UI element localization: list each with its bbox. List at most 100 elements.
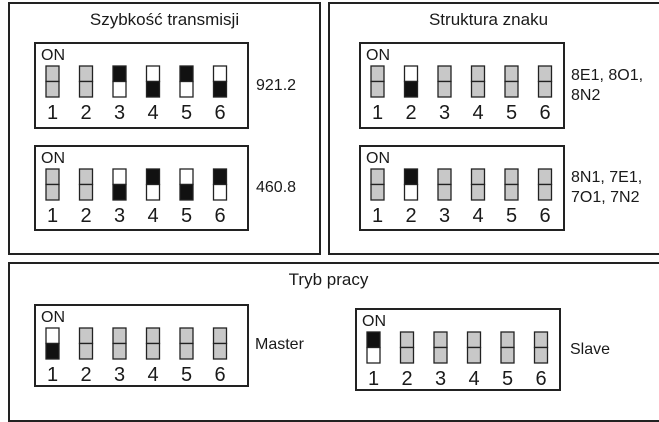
switch-number: 4 — [147, 205, 158, 227]
switch-upper-half — [112, 327, 127, 345]
switch-number: 2 — [405, 102, 416, 124]
switch-lower-half — [537, 80, 553, 98]
switch-lower-half — [179, 183, 194, 201]
setting-label-line: 8N2 — [571, 87, 601, 104]
setting-label-line: 7O1, 7N2 — [571, 189, 640, 206]
switch-upper-half — [112, 168, 127, 186]
dip-switch: 6 — [212, 168, 228, 227]
dip-switch: 1 — [366, 331, 381, 389]
dip-switch: 2 — [403, 65, 419, 124]
switch-number: 2 — [80, 102, 91, 124]
switch-upper-half — [500, 331, 515, 349]
switch-lower-half — [537, 183, 553, 201]
switch-upper-half — [466, 331, 482, 349]
dip-switch: 2 — [403, 168, 419, 227]
switch-lower-half — [112, 183, 127, 201]
switch-upper-half — [145, 168, 161, 186]
switch-lower-half — [533, 346, 549, 364]
on-label: ON — [362, 313, 386, 330]
switch-number: 2 — [80, 364, 91, 385]
switch-upper-half — [179, 327, 194, 345]
switch-number: 5 — [181, 205, 192, 227]
dip-switch: 6 — [537, 168, 553, 227]
switch-lower-half — [437, 80, 452, 98]
switch-lower-half — [179, 80, 194, 98]
dip-switch: 1 — [370, 65, 385, 124]
panel-title-speed: Szybkość transmisji — [89, 10, 240, 29]
switch-number: 3 — [114, 364, 125, 385]
switch-number: 1 — [372, 102, 383, 124]
switch-lower-half — [45, 80, 60, 98]
on-label: ON — [41, 309, 65, 326]
switch-upper-half — [504, 168, 519, 186]
switch-number: 2 — [405, 205, 416, 227]
switch-upper-half — [45, 168, 60, 186]
dip-switch: 3 — [112, 327, 127, 385]
setting-label-line: 8E1, 8O1, — [571, 67, 644, 84]
on-label: ON — [41, 47, 65, 64]
switch-lower-half — [112, 342, 127, 360]
dip-switch: 5 — [504, 65, 519, 124]
switch-upper-half — [45, 65, 60, 83]
switch-upper-half — [145, 65, 161, 83]
dip-switch: 3 — [437, 168, 452, 227]
dip-switch: 4 — [470, 168, 486, 227]
switch-upper-half — [437, 65, 452, 83]
switch-number: 4 — [472, 205, 483, 227]
switch-number: 2 — [401, 368, 412, 389]
switch-number: 2 — [80, 205, 91, 227]
switch-upper-half — [212, 168, 228, 186]
switch-number: 1 — [372, 205, 383, 227]
switch-number: 6 — [539, 102, 550, 124]
dip-switch: 2 — [399, 331, 415, 389]
switch-upper-half — [78, 168, 94, 186]
switch-upper-half — [45, 327, 60, 345]
switch-lower-half — [500, 346, 515, 364]
switch-lower-half — [145, 342, 161, 360]
switch-upper-half — [112, 65, 127, 83]
dip-switch: 6 — [533, 331, 549, 389]
switch-number: 3 — [114, 102, 125, 124]
switch-lower-half — [399, 346, 415, 364]
switch-upper-half — [212, 65, 228, 83]
switch-number: 4 — [147, 364, 158, 385]
switch-lower-half — [437, 183, 452, 201]
dip-switch: 5 — [179, 65, 194, 124]
switch-upper-half — [433, 331, 448, 349]
switch-number: 3 — [435, 368, 446, 389]
switch-lower-half — [179, 342, 194, 360]
dip-switch: 5 — [179, 168, 194, 227]
dip-switch: 3 — [112, 65, 127, 124]
switch-lower-half — [45, 342, 60, 360]
switch-upper-half — [470, 168, 486, 186]
switch-upper-half — [78, 327, 94, 345]
on-label: ON — [366, 150, 390, 167]
switch-upper-half — [145, 327, 161, 345]
on-label: ON — [366, 47, 390, 64]
dip-switch: 3 — [433, 331, 448, 389]
dip-switch: 4 — [466, 331, 482, 389]
dip-switch: 6 — [212, 65, 228, 124]
switch-lower-half — [78, 80, 94, 98]
dip-switch: 3 — [112, 168, 127, 227]
switch-number: 3 — [439, 102, 450, 124]
switch-number: 6 — [214, 364, 225, 385]
switch-upper-half — [437, 168, 452, 186]
switch-lower-half — [370, 183, 385, 201]
switch-upper-half — [212, 327, 228, 345]
switch-number: 6 — [214, 205, 225, 227]
dip-switch: 5 — [500, 331, 515, 389]
switch-upper-half — [537, 168, 553, 186]
switch-lower-half — [466, 346, 482, 364]
switch-lower-half — [112, 80, 127, 98]
dip-switch: 5 — [504, 168, 519, 227]
switch-lower-half — [470, 80, 486, 98]
dip-switch: 1 — [370, 168, 385, 227]
dip-switch: 4 — [145, 65, 161, 124]
